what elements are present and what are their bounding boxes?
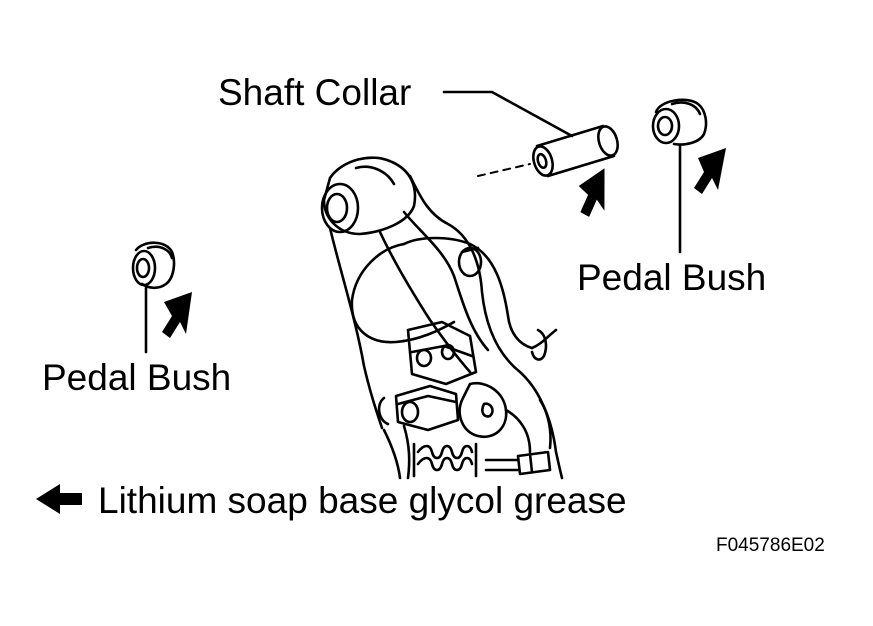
pedal-bush-left-part [131,241,176,290]
shaft-collar-part [477,124,619,178]
grease-arrow-icon-bush-left [162,292,192,338]
legend-text: Lithium soap base glycol grease [98,480,627,521]
grease-arrow-icon-collar [578,168,605,217]
shaft-collar-label: Shaft Collar [218,72,412,113]
figure-id: F045786E02 [716,535,825,556]
pedal-bush-right-label: Pedal Bush [577,257,767,298]
shaft-collar-leader [442,90,574,138]
grease-arrow-icon-bush-right [694,148,726,194]
left-arrow-icon [36,484,82,514]
pedal-bush-left-label: Pedal Bush [42,357,232,398]
pedal-bush-right-part [651,98,708,146]
brake-pedal-assembly [320,156,564,480]
